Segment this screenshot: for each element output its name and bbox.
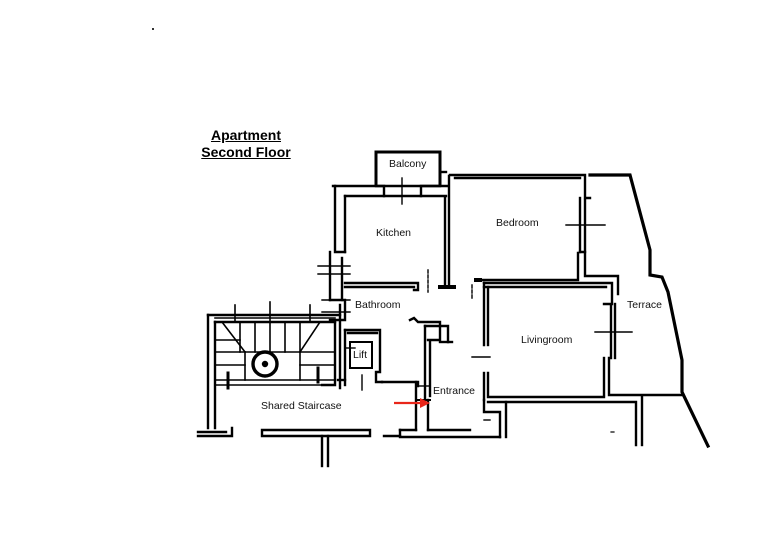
- room-label-entrance: Entrance: [433, 385, 476, 397]
- room-label-bathroom: Bathroom: [355, 299, 401, 311]
- room-label-balcony: Balcony: [389, 158, 427, 170]
- lower-right-walls: [482, 394, 644, 447]
- title-line-2: Second Floor: [201, 144, 291, 160]
- bathroom-walls: [321, 281, 454, 402]
- lift-walls: [336, 328, 420, 391]
- terrace-walls: [588, 173, 711, 449]
- livingroom-walls: [471, 278, 614, 402]
- room-label-livingroom: Livingroom: [521, 334, 573, 346]
- room-label-bedroom: Bedroom: [496, 217, 539, 229]
- room-label-shared-staircase: Shared Staircase: [261, 400, 342, 412]
- kitchen-walls: [317, 174, 456, 302]
- bedroom-walls: [448, 173, 620, 296]
- stray-mark: [152, 28, 154, 30]
- room-label-kitchen: Kitchen: [376, 227, 412, 239]
- staircase-walls: [196, 301, 402, 468]
- plan-title: Apartment Second Floor: [196, 127, 296, 160]
- window-marks: [389, 177, 415, 205]
- entrance-arrow-icon: [394, 398, 430, 408]
- room-label-terrace: Terrace: [627, 299, 663, 311]
- title-line-1: Apartment: [210, 127, 281, 143]
- room-label-lift: Lift: [353, 349, 368, 361]
